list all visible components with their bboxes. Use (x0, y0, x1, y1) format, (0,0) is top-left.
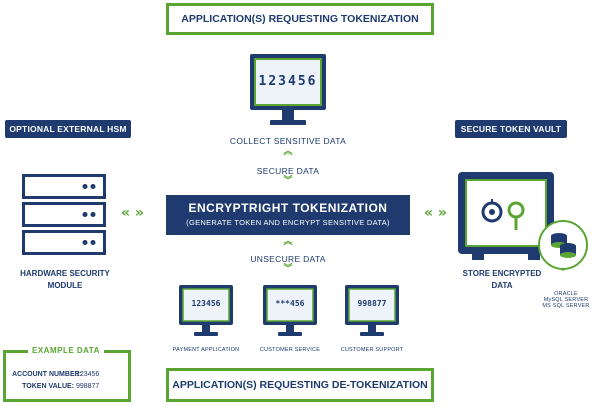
center-title: ENCRYPTRIGHT TOKENIZATION (188, 201, 388, 215)
tokenization-request-box: APPLICATION(S) REQUESTING TOKENIZATION (166, 3, 434, 35)
unsecure-up-arrow-icon: ︽ (283, 237, 293, 247)
server-rack-icon (22, 174, 106, 256)
top-monitor-icon: 123456 (248, 52, 328, 130)
customer-support-caption: CUSTOMER SUPPORT (340, 347, 404, 353)
collect-sensitive-data-caption: COLLECT SENSITIVE DATA (229, 136, 347, 146)
encryptright-tokenization-box: ENCRYPTRIGHT TOKENIZATION (GENERATE TOKE… (166, 195, 410, 235)
vault-label: STORE ENCRYPTED DATA (452, 268, 552, 292)
token-row: TOKEN VALUE: 998877 (12, 383, 99, 390)
payment-application-monitor: 123456 (178, 284, 234, 342)
center-subtitle: (GENERATE TOKEN AND ENCRYPT SENSITIVE DA… (186, 218, 390, 227)
example-data-title: EXAMPLE DATA (28, 346, 104, 355)
hsm-label-line2: MODULE (47, 281, 83, 290)
vault-header: SECURE TOKEN VAULT (455, 120, 567, 138)
top-monitor-value: 123456 (258, 74, 318, 89)
account-row: ACCOUNT NUMBER: 123456 (12, 371, 99, 378)
token-value: 998877 (75, 383, 100, 390)
hsm-label: HARDWARE SECURITY MODULE (5, 268, 125, 292)
database-icon (537, 219, 589, 271)
payment-application-caption: PAYMENT APPLICATION (172, 347, 240, 353)
customer-service-caption: CUSTOMER SERVICE (259, 347, 321, 353)
vault-label-line1: STORE ENCRYPTED (462, 269, 542, 278)
detokenization-request-label: APPLICATION(S) REQUESTING DE-TOKENIZATIO… (172, 379, 428, 391)
safe-icon (456, 170, 560, 264)
customer-service-value: ***456 (275, 299, 305, 308)
unsecure-down-arrow-icon: ︾ (283, 264, 293, 274)
account-label: ACCOUNT NUMBER: (12, 371, 82, 378)
monitor-icon (179, 285, 233, 336)
secure-up-arrow-icon: ︽ (283, 147, 293, 157)
db-oracle: ORACLE (554, 291, 578, 297)
db-mssql: MS SQL SERVER (542, 303, 590, 309)
left-double-chevron-icon: « » (121, 205, 144, 221)
unsecure-data-label: UNSECURE DATA (250, 254, 326, 264)
account-value: 123456 (75, 371, 100, 378)
hsm-header: OPTIONAL EXTERNAL HSM (5, 120, 131, 138)
database-list: ORACLE MySQL SERVER MS SQL SERVER (534, 291, 598, 309)
vault-label-line2: DATA (491, 281, 513, 290)
token-label: TOKEN VALUE: (22, 383, 74, 390)
monitor-icon (263, 285, 317, 336)
payment-value: 123456 (191, 299, 221, 308)
customer-support-monitor: 998877 (344, 284, 400, 342)
example-data-box: EXAMPLE DATA ACCOUNT NUMBER: 123456 TOKE… (3, 346, 131, 402)
hsm-label-line1: HARDWARE SECURITY (20, 269, 110, 278)
monitor-icon (345, 285, 399, 336)
right-double-chevron-icon: « » (424, 205, 447, 221)
secure-down-arrow-icon: ︾ (283, 176, 293, 186)
tokenization-request-label: APPLICATION(S) REQUESTING TOKENIZATION (181, 13, 419, 25)
secure-data-label: SECURE DATA (256, 166, 320, 176)
customer-service-monitor: ***456 (262, 284, 318, 342)
db-mysql: MySQL SERVER (543, 297, 589, 303)
customer-support-value: 998877 (357, 299, 387, 308)
detokenization-request-box: APPLICATION(S) REQUESTING DE-TOKENIZATIO… (166, 368, 434, 402)
